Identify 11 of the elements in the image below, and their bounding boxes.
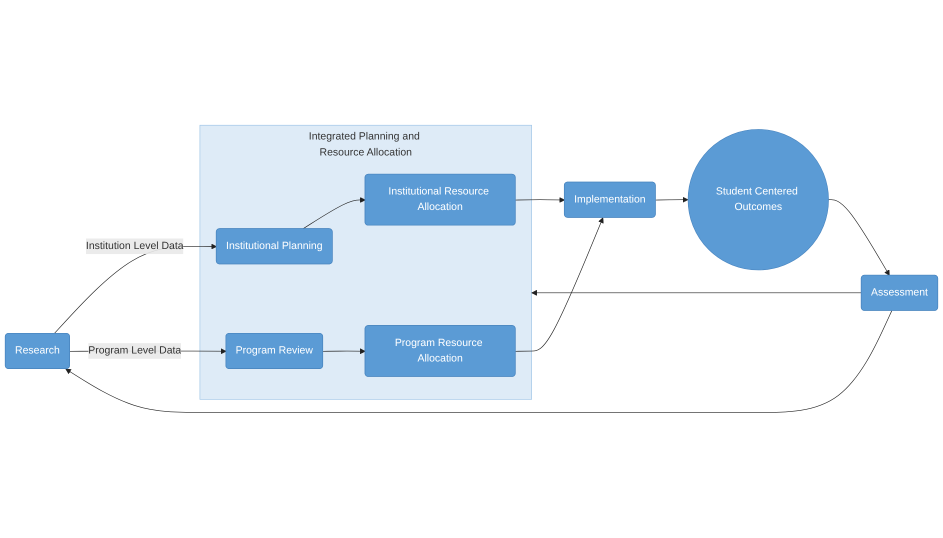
arrow	[302, 197, 366, 230]
arrow	[65, 310, 892, 413]
arrow	[322, 348, 366, 354]
arrow	[515, 218, 604, 352]
edge-label: Institution Level Data	[86, 240, 184, 252]
arrow	[655, 197, 688, 203]
edge-label: Program Level Data	[88, 345, 182, 356]
node-circle: Student Centered Outcomes	[688, 129, 829, 270]
arrow	[515, 197, 565, 203]
arrow	[828, 200, 890, 276]
arrow	[531, 290, 862, 296]
